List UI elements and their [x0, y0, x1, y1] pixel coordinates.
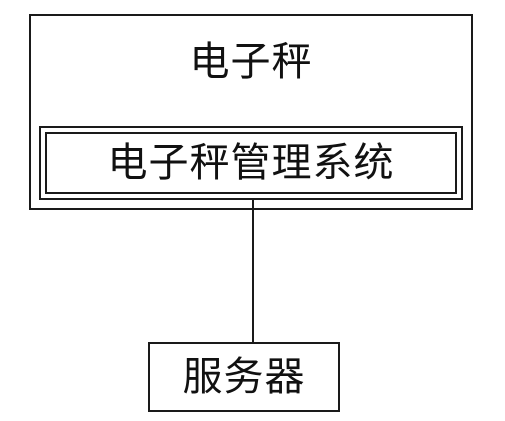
electronic-scale-label: 电子秤	[189, 39, 313, 85]
scale-management-system-inner-frame: 电子秤管理系统	[45, 132, 457, 194]
scale-management-system-label: 电子秤管理系统	[107, 140, 395, 186]
scale-management-system-box: 电子秤管理系统	[39, 126, 463, 200]
server-label: 服务器	[182, 354, 306, 400]
server-box: 服务器	[148, 342, 340, 412]
connector-line	[252, 200, 254, 342]
